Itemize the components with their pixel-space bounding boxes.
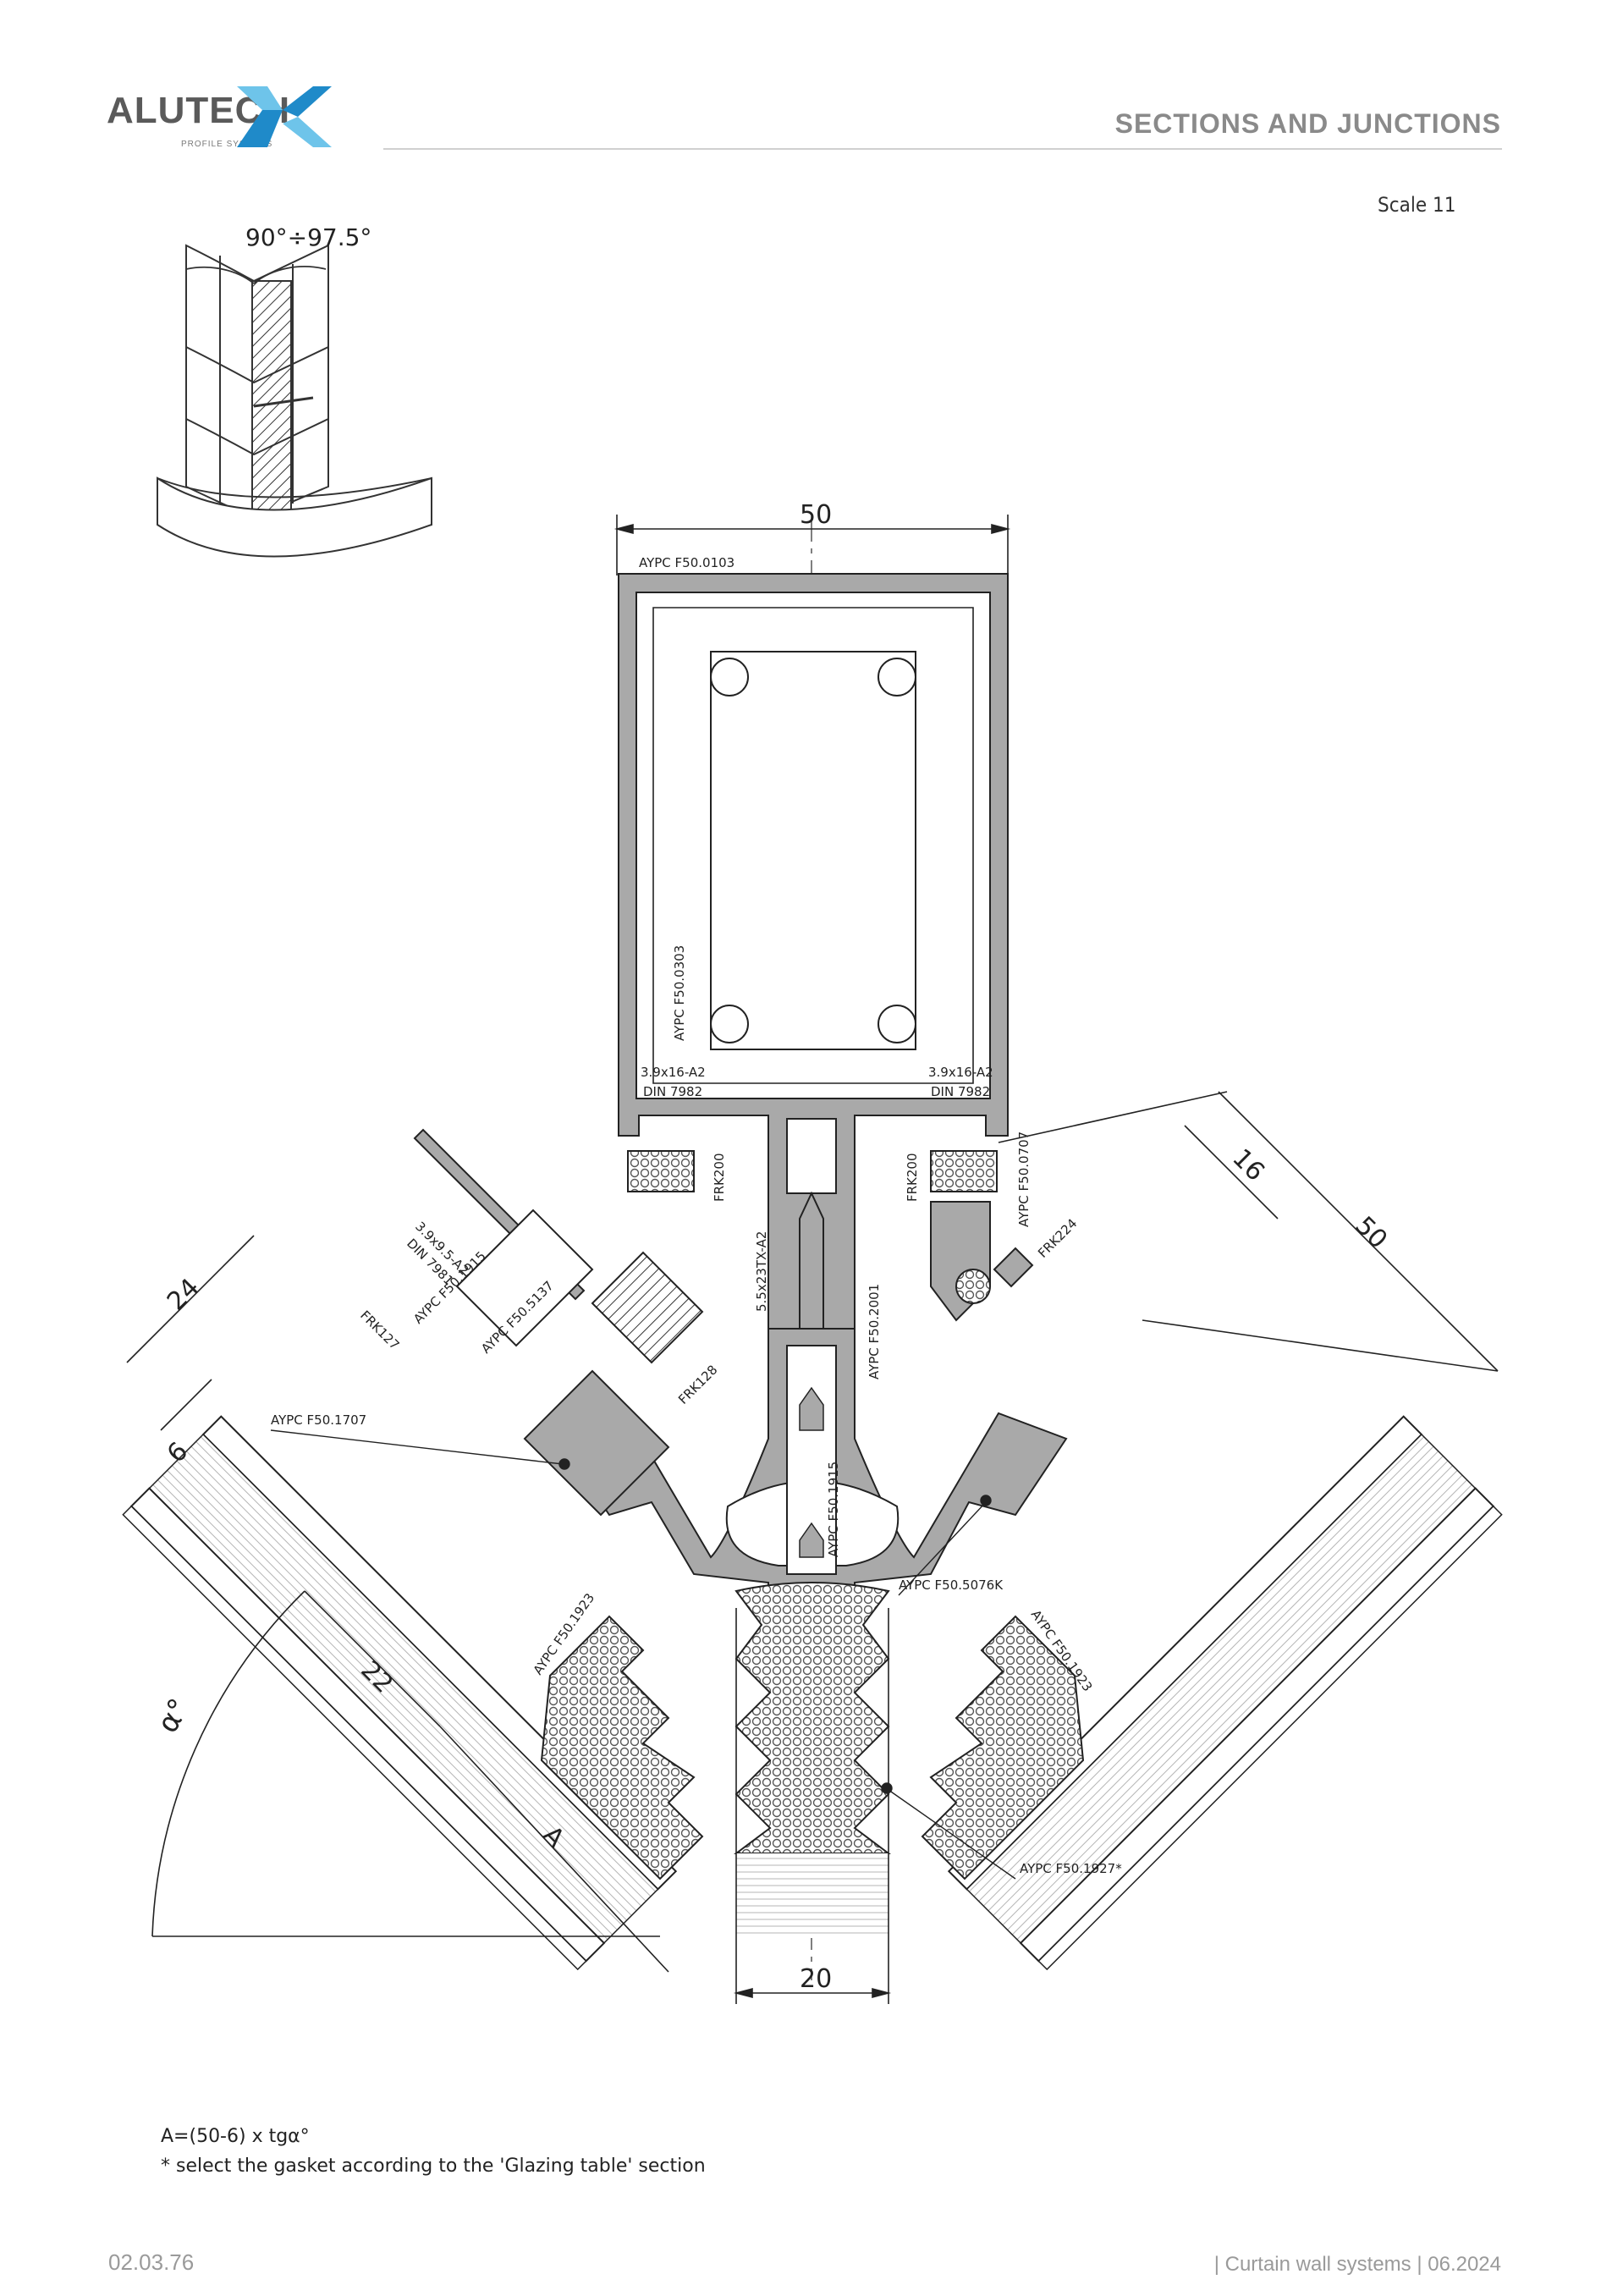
dimension-right bbox=[998, 1091, 1499, 1372]
label-frk200-right: FRK200 bbox=[905, 1153, 920, 1202]
label-screw-right: 3.9x16-A2 bbox=[928, 1065, 993, 1080]
mullion-profile bbox=[618, 573, 1009, 1330]
leader-lines bbox=[270, 1429, 1016, 1880]
dimension-top bbox=[613, 515, 1011, 575]
label-profile-2001: AYPC F50.2001 bbox=[867, 1284, 882, 1379]
left-glazing-unit bbox=[122, 1415, 678, 1971]
angle-label: α° bbox=[151, 1693, 196, 1738]
dimension-top-value: 50 bbox=[800, 500, 832, 530]
left-side-profile bbox=[413, 1128, 704, 1517]
logo-mark-icon bbox=[237, 86, 332, 147]
label-screw-right-std: DIN 7982 bbox=[931, 1084, 990, 1099]
angle-arc bbox=[151, 1590, 660, 1937]
label-screw-left: 3.9x16-A2 bbox=[641, 1065, 706, 1080]
label-screw-center: 5.5x23TX-A2 bbox=[754, 1231, 769, 1312]
gasket-note: * select the gasket according to the 'Gl… bbox=[161, 2156, 706, 2177]
scale-label: Scale 11 bbox=[1378, 193, 1456, 217]
label-screw-left-std: DIN 7982 bbox=[643, 1084, 702, 1099]
label-frk128: FRK128 bbox=[675, 1362, 720, 1407]
dimension-right-inner: 16 bbox=[1226, 1143, 1270, 1187]
pressure-plate bbox=[557, 1191, 1068, 1613]
label-profile-top: AYPC F50.0103 bbox=[639, 555, 734, 570]
label-profile-right: AYPC F50.0707 bbox=[1016, 1131, 1032, 1227]
bottom-fill bbox=[736, 1853, 889, 1938]
right-side-profile bbox=[930, 1201, 1034, 1322]
label-frk200-left: FRK200 bbox=[712, 1153, 727, 1202]
corner-thumbnail bbox=[157, 244, 432, 558]
dimension-bottom bbox=[733, 1987, 892, 1999]
label-frk224: FRK224 bbox=[1035, 1215, 1080, 1260]
label-profile-5076k: AYPC F50.5076K bbox=[899, 1577, 1004, 1593]
page-title: SECTIONS AND JUNCTIONS bbox=[1114, 108, 1501, 139]
thumbnail-angle-label: 90°÷97.5° bbox=[245, 223, 371, 251]
label-profile-inner: AYPC F50.0303 bbox=[672, 945, 687, 1041]
dimension-left-outer: 24 bbox=[162, 1273, 206, 1317]
gaskets bbox=[540, 1582, 1085, 1880]
dimension-bottom-value: 20 bbox=[800, 1964, 832, 1994]
dimension-right-outer: 50 bbox=[1349, 1211, 1393, 1255]
dimension-left bbox=[126, 1235, 669, 1973]
label-gasket-center: AYPC F50.1927* bbox=[1020, 1861, 1122, 1876]
formula-note: A=(50-6) x tgα° bbox=[161, 2126, 310, 2147]
alutech-logo: ALUTECH PROFILE SYSTEMS bbox=[107, 85, 344, 152]
brand-subtitle: PROFILE SYSTEMS bbox=[181, 140, 273, 149]
label-profile-1707: AYPC F50.1707 bbox=[271, 1412, 366, 1428]
page-code: 02.03.76 bbox=[108, 2249, 195, 2275]
document-info: | Curtain wall systems | 06.2024 bbox=[1213, 2253, 1501, 2276]
header-divider bbox=[383, 148, 1502, 150]
label-frk127: FRK127 bbox=[357, 1308, 402, 1352]
label-profile-1915-center: AYPC F50.1915 bbox=[826, 1462, 841, 1557]
